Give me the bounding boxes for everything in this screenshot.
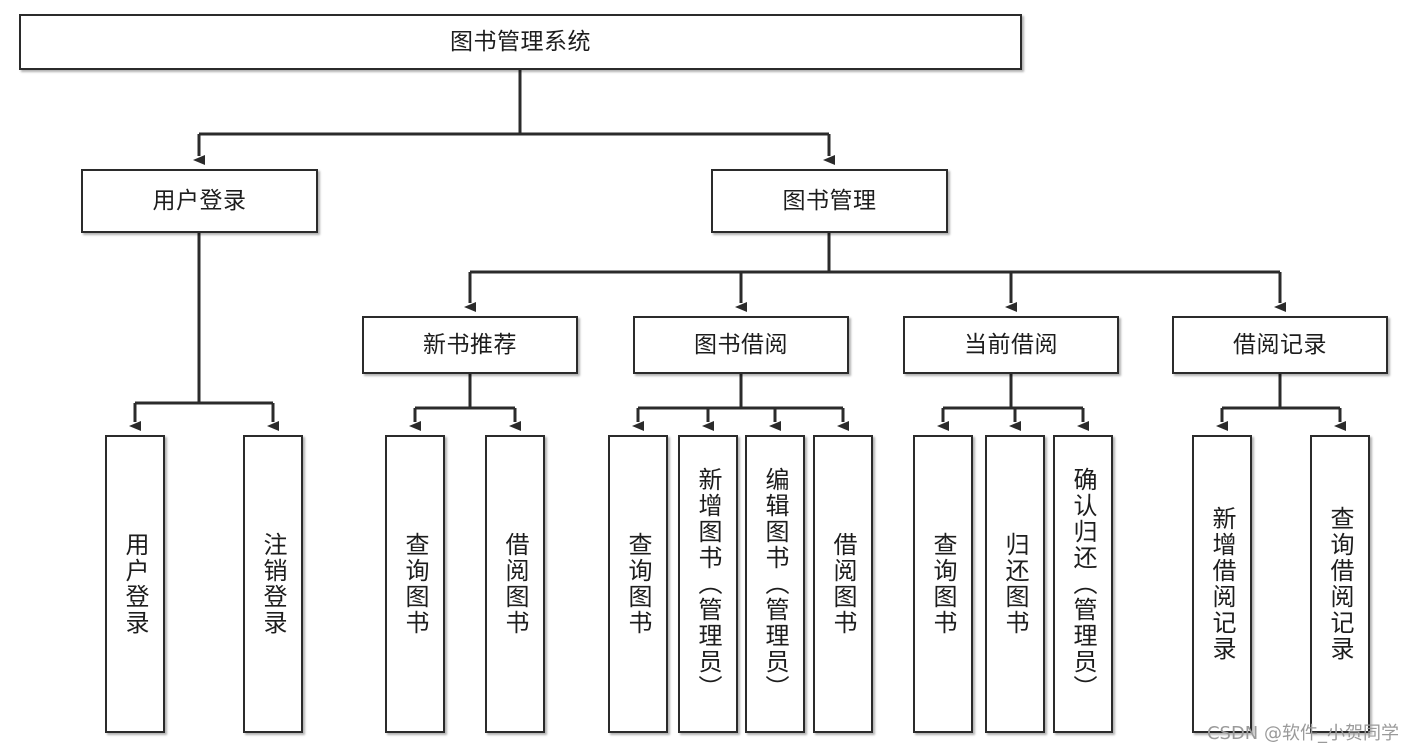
node-new-book-rec[interactable]: 新书推荐 <box>362 316 578 374</box>
node-leaf-logout[interactable]: 注销登录 <box>243 435 303 733</box>
node-label: 查询借阅记录 <box>1326 506 1354 662</box>
node-leaf-edit-book[interactable]: 编辑图书（管理员） <box>745 435 805 733</box>
node-label: 查询图书 <box>624 532 652 636</box>
node-leaf-query-record[interactable]: 查询借阅记录 <box>1310 435 1370 733</box>
node-label: 用户登录 <box>121 532 149 636</box>
node-label: 新增图书（管理员） <box>694 467 722 701</box>
node-label: 图书管理系统 <box>450 28 591 55</box>
node-leaf-user-login[interactable]: 用户登录 <box>105 435 165 733</box>
node-label: 借阅图书 <box>829 532 857 636</box>
node-leaf-borrow-book-2[interactable]: 借阅图书 <box>813 435 873 733</box>
node-label: 查询图书 <box>929 532 957 636</box>
node-leaf-borrow-book-1[interactable]: 借阅图书 <box>485 435 545 733</box>
node-label: 查询图书 <box>401 532 429 636</box>
node-borrow-record[interactable]: 借阅记录 <box>1172 316 1388 374</box>
node-label: 借阅图书 <box>501 532 529 636</box>
node-leaf-confirm-return[interactable]: 确认归还（管理员） <box>1053 435 1113 733</box>
node-label: 图书管理 <box>782 187 877 214</box>
node-leaf-add-book[interactable]: 新增图书（管理员） <box>678 435 738 733</box>
node-book-borrow[interactable]: 图书借阅 <box>633 316 849 374</box>
node-current-borrow[interactable]: 当前借阅 <box>903 316 1119 374</box>
node-label: 新书推荐 <box>423 331 517 358</box>
node-label: 注销登录 <box>259 532 287 636</box>
node-label: 确认归还（管理员） <box>1069 467 1097 701</box>
node-label: 当前借阅 <box>964 331 1058 358</box>
node-root[interactable]: 图书管理系统 <box>19 14 1022 70</box>
node-label: 归还图书 <box>1001 532 1029 636</box>
node-leaf-query-book-2[interactable]: 查询图书 <box>608 435 668 733</box>
node-label: 用户登录 <box>152 187 247 214</box>
node-label: 编辑图书（管理员） <box>761 467 789 701</box>
node-label: 新增借阅记录 <box>1208 506 1236 662</box>
node-book-manage[interactable]: 图书管理 <box>711 169 948 233</box>
node-label: 图书借阅 <box>694 331 788 358</box>
node-user-login[interactable]: 用户登录 <box>81 169 318 233</box>
node-label: 借阅记录 <box>1233 331 1327 358</box>
node-leaf-query-book-1[interactable]: 查询图书 <box>385 435 445 733</box>
node-leaf-return-book[interactable]: 归还图书 <box>985 435 1045 733</box>
node-leaf-query-book-3[interactable]: 查询图书 <box>913 435 973 733</box>
node-leaf-add-record[interactable]: 新增借阅记录 <box>1192 435 1252 733</box>
